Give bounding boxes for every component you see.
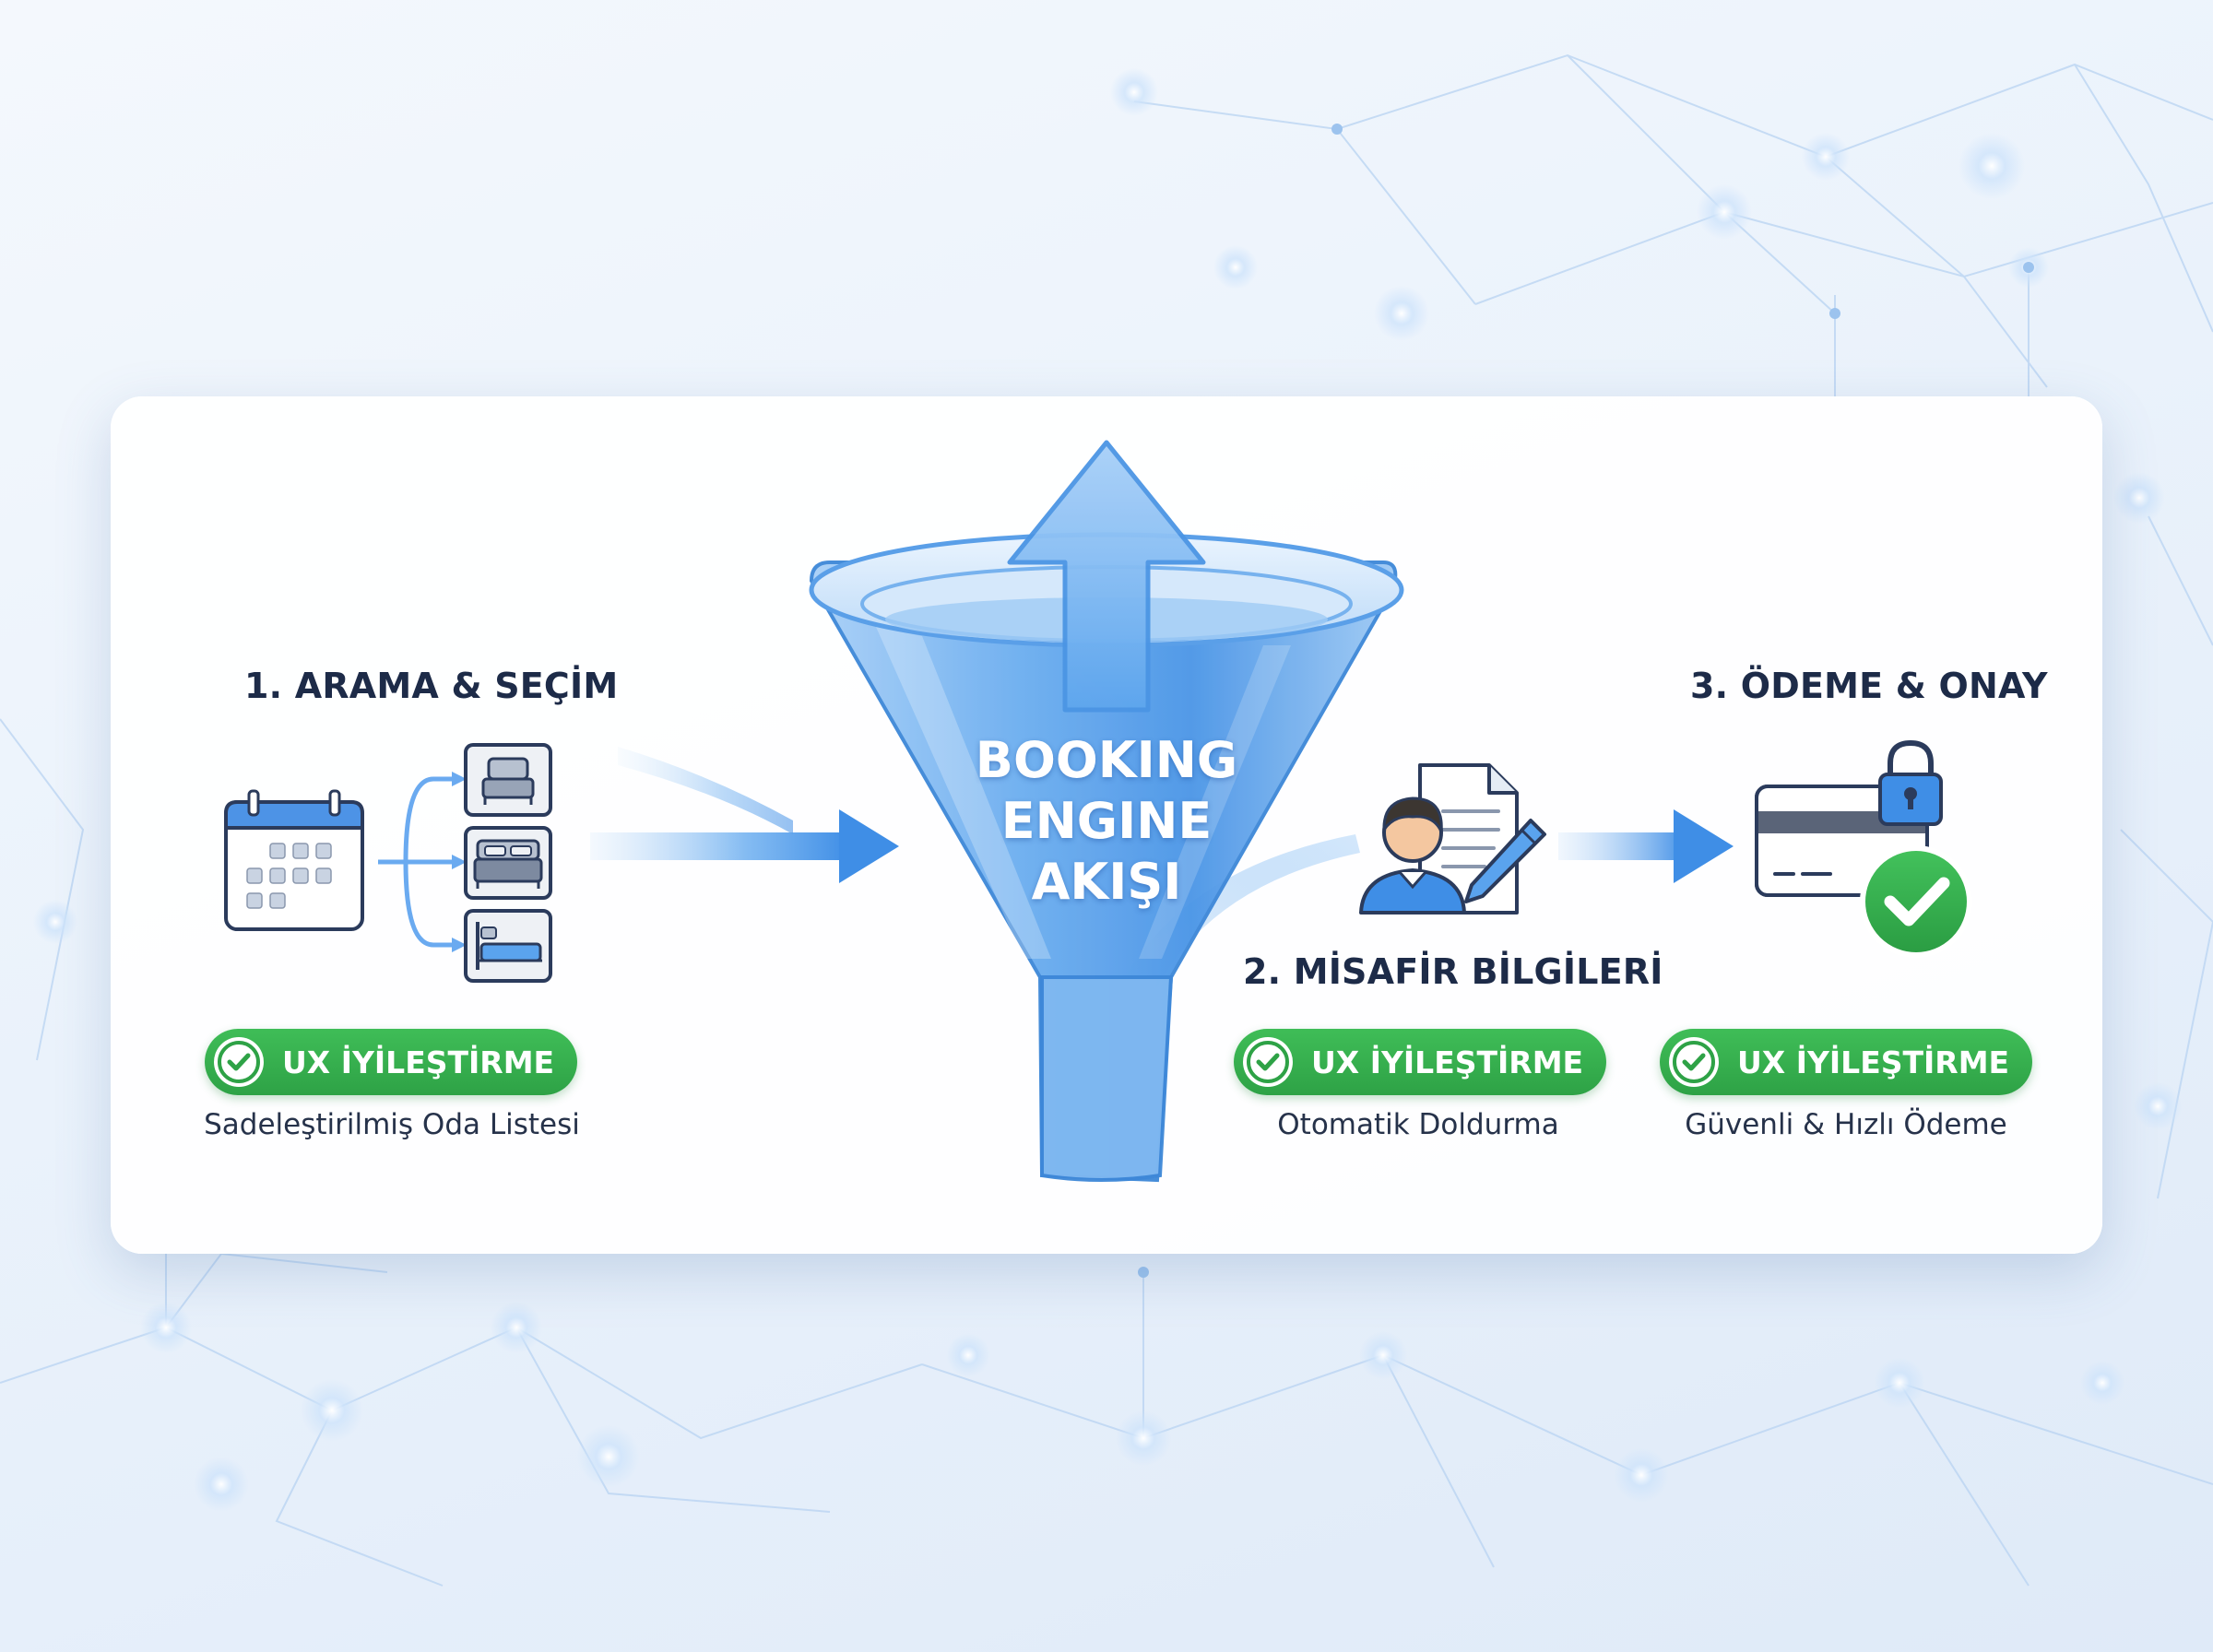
check-circle-icon xyxy=(214,1037,264,1087)
flow-arrow-right xyxy=(1558,809,1734,883)
badge-label: UX İYİLEŞTİRME xyxy=(1311,1044,1584,1080)
funnel-title-line-2: ENGINE xyxy=(1000,792,1213,850)
ux-badge-step-2: UX İYİLEŞTİRME xyxy=(1234,1029,1606,1095)
flow-arrow-left xyxy=(590,747,899,883)
bunk-bed-icon xyxy=(464,909,552,983)
funnel-title-line-1: BOOKING xyxy=(975,731,1238,789)
ux-badge-step-3: UX İYİLEŞTİRME xyxy=(1660,1029,2032,1095)
padlock-icon xyxy=(1878,739,1943,826)
step-3-caption: Güvenli & Hızlı Ödeme xyxy=(1685,1108,2007,1141)
guest-avatar-icon xyxy=(1359,796,1466,914)
check-circle-icon xyxy=(1243,1037,1293,1087)
badge-label: UX İYİLEŞTİRME xyxy=(1737,1044,2010,1080)
up-arrow-icon xyxy=(1007,440,1206,713)
checkmark-icon xyxy=(1860,845,1972,958)
badge-label: UX İYİLEŞTİRME xyxy=(282,1044,555,1080)
funnel-title-line-3: AKIŞI xyxy=(1031,853,1182,911)
step-2-caption: Otomatik Doldurma xyxy=(1277,1108,1559,1141)
step-1-title: 1. ARAMA & SEÇİM xyxy=(244,666,619,706)
single-bed-icon xyxy=(464,743,552,817)
funnel-title: BOOKING ENGINE AKIŞI xyxy=(941,730,1272,913)
branch-connector xyxy=(378,776,455,948)
step-2-title: 2. MİSAFİR BİLGİLERİ xyxy=(1243,951,1663,992)
calendar-icon xyxy=(224,789,364,931)
ux-badge-step-1: UX İYİLEŞTİRME xyxy=(205,1029,577,1095)
step-1-caption: Sadeleştirilmiş Oda Listesi xyxy=(204,1108,580,1141)
pen-icon xyxy=(1464,819,1546,903)
check-circle-icon xyxy=(1669,1037,1719,1087)
double-bed-icon xyxy=(464,826,552,900)
step-3-title: 3. ÖDEME & ONAY xyxy=(1690,666,2048,706)
funnel-graphic xyxy=(809,532,1404,1183)
